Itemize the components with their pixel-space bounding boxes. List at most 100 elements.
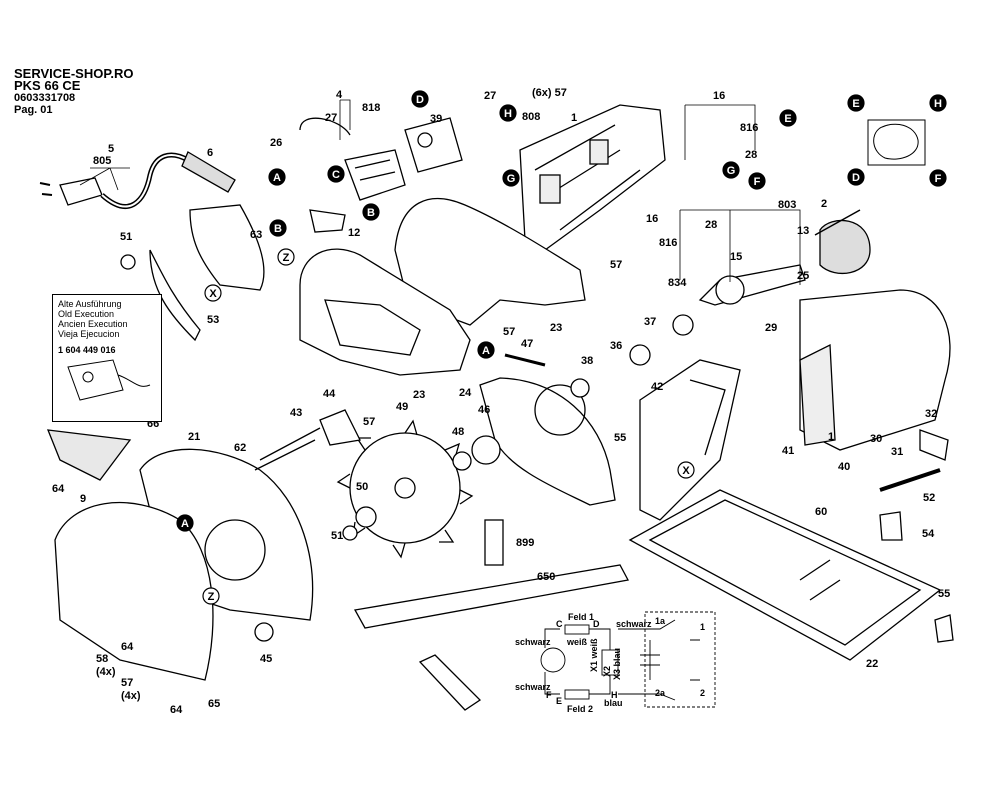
wiring-schwarz3: schwarz [515, 682, 551, 692]
inset-part-number: 1 604 449 016 [58, 345, 116, 355]
model-name: PKS 66 CE [14, 78, 81, 93]
marker-label: A [273, 172, 281, 184]
wiring-weiss: weiß [566, 637, 588, 647]
part-callout-1b: 1 [828, 431, 834, 443]
marker-label: A [181, 518, 189, 530]
marker-label: F [935, 173, 942, 185]
part-callout-808: 808 [522, 111, 540, 123]
marker-circle [748, 172, 766, 190]
marker-label: D [416, 94, 424, 106]
switch-assembly [299, 117, 463, 233]
part-callout-63: 63 [250, 229, 262, 241]
part-callout-32: 32 [925, 408, 937, 420]
marker-label: Z [208, 591, 215, 603]
wiring-f: F [546, 690, 552, 700]
part-callout-51b: 51 [331, 530, 343, 542]
marker-label: H [504, 108, 512, 120]
wiring-blau: blau [604, 698, 623, 708]
inset-line-fr: Ancien Execution [58, 319, 128, 329]
wiring-x1: X1 weiß [589, 638, 599, 672]
part-callout-49: 49 [396, 401, 408, 413]
marker-circle [847, 94, 865, 112]
part-callout-57b: 57 [610, 259, 622, 271]
marker-label: H [934, 98, 942, 110]
part-callout-55b: 55 [938, 588, 950, 600]
part-callout-4: 4 [336, 89, 343, 101]
part-callout-36: 36 [610, 340, 622, 352]
saw-blade [336, 419, 474, 559]
marker-circle [277, 248, 295, 266]
connector-marker-h: H [499, 104, 517, 122]
part-callout-1a: 1 [571, 112, 577, 124]
part-callout-43: 43 [290, 407, 302, 419]
part-callout-9: 9 [80, 493, 86, 505]
wiring-x2: X2 [602, 666, 612, 677]
part-callout-21: 21 [188, 431, 200, 443]
part-callout-899: 899 [516, 537, 534, 549]
marker-circle [327, 165, 345, 183]
wiring-c: C [556, 619, 563, 629]
part-number: 0603331708 [14, 92, 76, 104]
connector-marker-d: D [411, 90, 429, 108]
part-callout-23b: 23 [413, 389, 425, 401]
part-callout-39: 39 [430, 113, 442, 125]
connector-marker-b: B [269, 219, 287, 237]
site-name: SERVICE-SHOP.RO [14, 66, 134, 81]
connector-marker-z: Z [202, 587, 220, 605]
connector-marker-z: Z [277, 248, 295, 266]
marker-label: E [784, 113, 791, 125]
part-callout-12: 12 [348, 227, 360, 239]
wiring-d: D [593, 619, 600, 629]
marker-circle [722, 161, 740, 179]
part-callout-803: 803 [778, 199, 796, 211]
part-callout-42: 42 [651, 381, 663, 393]
wiring-h: H [611, 690, 618, 700]
marker-circle [677, 461, 695, 479]
part-callout-57c: 57 [503, 326, 515, 338]
parallel-guide [353, 564, 629, 711]
connector-marker-x: X [677, 461, 695, 479]
connector-marker-x: X [204, 284, 222, 302]
connector-marker-h: H [929, 94, 947, 112]
part-callout-27b: 27 [484, 90, 496, 102]
part-callout-816b: 816 [659, 237, 677, 249]
base-plate [628, 489, 942, 661]
part-callout-31: 31 [891, 446, 903, 458]
part-callout-64c: 64 [170, 704, 183, 716]
part-callout-55a: 55 [614, 432, 626, 444]
part-callout-40: 40 [838, 461, 850, 473]
part-callout-46: 46 [478, 404, 490, 416]
part-callout-28b: 28 [705, 219, 717, 231]
part-callout-38: 38 [581, 355, 593, 367]
part-callout-22: 22 [866, 658, 878, 670]
motor-housing [698, 219, 951, 451]
part-callout-834: 834 [668, 277, 687, 289]
marker-circle [502, 169, 520, 187]
page-number: Pag. 01 [14, 104, 53, 116]
marker-circle [362, 203, 380, 221]
connector-marker-f: F [929, 169, 947, 187]
part-callout-45: 45 [260, 653, 272, 665]
part-callout-818: 818 [362, 102, 380, 114]
guard-plate [149, 204, 265, 342]
inset-line-en: Old Execution [58, 309, 115, 319]
part-callout-23: 23 [550, 322, 562, 334]
part-callout-60: 60 [815, 506, 827, 518]
part-callout-650: 650 [537, 571, 555, 583]
connector-marker-g: G [722, 161, 740, 179]
marker-label: B [367, 207, 375, 219]
power-cord [39, 151, 236, 209]
connector-marker-e: E [847, 94, 865, 112]
part-callout-26: 26 [270, 137, 282, 149]
lower-blade-guard [46, 429, 314, 681]
part-callout-57d: 57 [363, 416, 375, 428]
marker-circle [477, 341, 495, 359]
wiring-schwarz2: schwarz [515, 637, 551, 647]
part-callout-58n: (4x) [96, 666, 116, 678]
marker-label: Z [283, 252, 290, 264]
marker-label: D [852, 172, 860, 184]
part-callout-805: 805 [93, 155, 111, 167]
part-callout-15: 15 [730, 251, 742, 263]
marker-circle [411, 90, 429, 108]
marker-circle [929, 94, 947, 112]
